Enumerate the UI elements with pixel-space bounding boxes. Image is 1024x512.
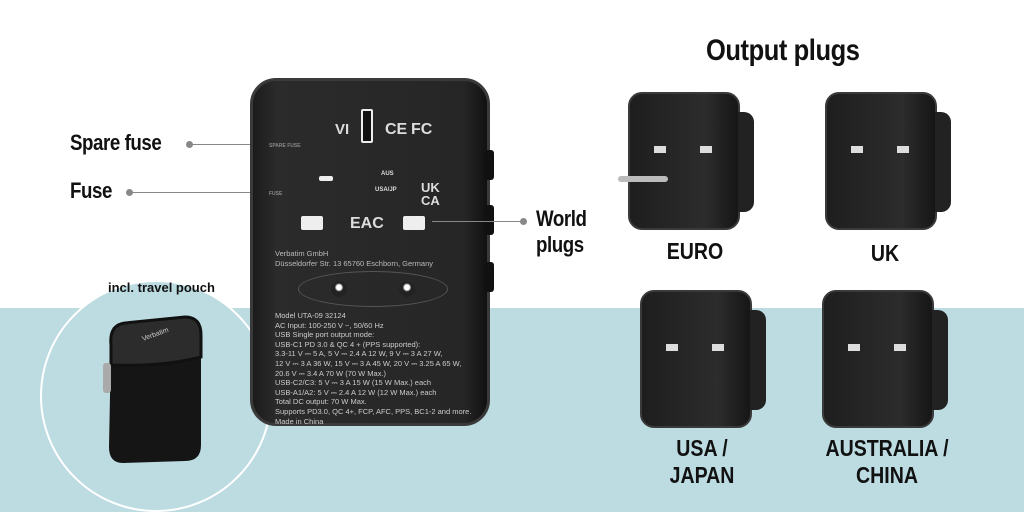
ukca-mark-top: UK — [421, 180, 440, 195]
world-plugs-line — [432, 221, 522, 222]
slider-button — [484, 150, 494, 180]
vi-mark: VI — [335, 121, 350, 138]
spare-fuse-label: Spare fuse — [70, 130, 162, 155]
usa-jp-mark: USA/JP — [375, 187, 397, 193]
adapter-back-view: VI CE FC SPARE FUSE FUSE AUS USA/JP UK C… — [250, 78, 490, 426]
socket-pin — [399, 281, 415, 297]
ce-mark: CE — [385, 121, 408, 138]
uk-label: UK — [870, 240, 900, 266]
address-line: Düsseldorfer Str. 13 65760 Eschborn, Ger… — [275, 259, 433, 268]
eac-mark: EAC — [350, 215, 384, 232]
euro-plug-image — [618, 92, 754, 230]
aus-mark: AUS — [381, 171, 394, 177]
usa-japan-label: USA / JAPAN — [669, 435, 735, 488]
manufacturer-address: Verbatim GmbH Düsseldorfer Str. 13 65760… — [275, 249, 433, 269]
ukca-mark-bottom: CA — [421, 193, 440, 208]
fuse-label: Fuse — [70, 178, 112, 203]
uk-plug-image — [825, 92, 951, 230]
fc-mark: FC — [411, 121, 433, 138]
australia-china-label: AUSTRALIA /CHINA — [825, 435, 949, 488]
usa-japan-plug-image — [640, 290, 766, 428]
travel-pouch-image: Verbatim — [103, 315, 203, 463]
euro-socket — [298, 271, 448, 307]
world-plugs-dot — [520, 218, 527, 225]
brand-line: Verbatim GmbH — [275, 249, 329, 258]
spare-fuse-dot — [186, 141, 193, 148]
euro-label: EURO — [666, 238, 724, 264]
pouch-label: incl. travel pouch — [108, 280, 215, 295]
fuse-mark: FUSE — [269, 191, 283, 197]
fuse-line — [130, 192, 265, 193]
slider-button — [484, 262, 494, 292]
fuse-dot — [126, 189, 133, 196]
slider-button — [484, 205, 494, 235]
output-plugs-heading: Output plugs — [706, 34, 860, 67]
plug-slot — [403, 216, 425, 230]
australia-china-plug-image — [822, 290, 948, 428]
plug-slot — [319, 176, 333, 181]
plug-slot — [361, 109, 373, 143]
plug-slot — [301, 216, 323, 230]
spare-fuse-line — [190, 144, 260, 145]
socket-pin — [331, 281, 347, 297]
spare-fuse-mark: SPARE FUSE — [269, 143, 301, 149]
